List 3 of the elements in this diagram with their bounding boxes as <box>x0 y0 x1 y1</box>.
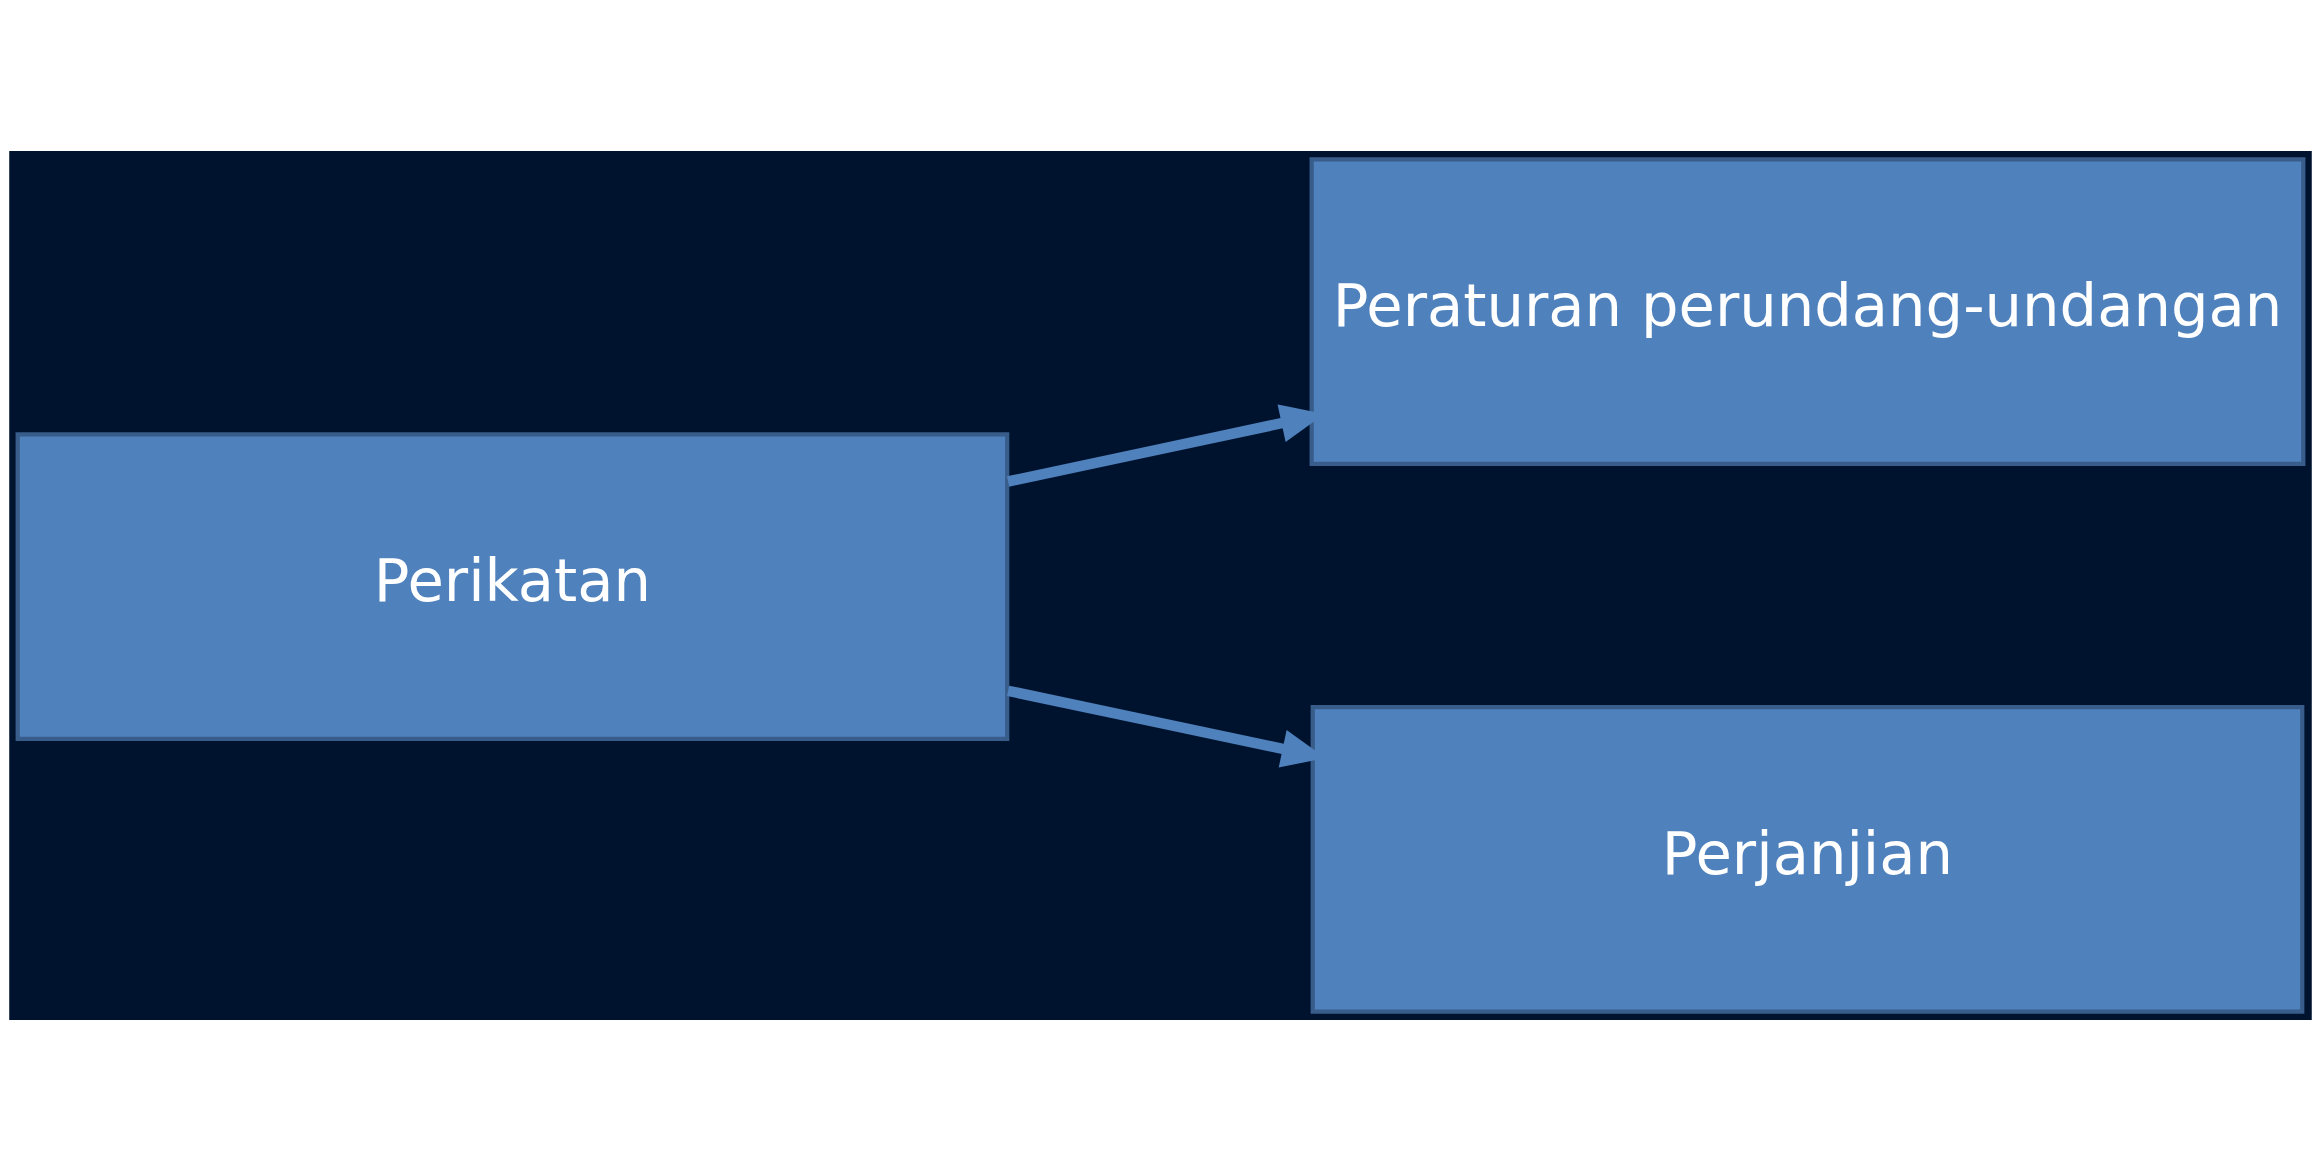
node-box: Peraturan perundang-undangan <box>1309 156 2306 466</box>
node-box: Perjanjian <box>1310 704 2305 1014</box>
node-box: Perikatan <box>15 431 1010 741</box>
